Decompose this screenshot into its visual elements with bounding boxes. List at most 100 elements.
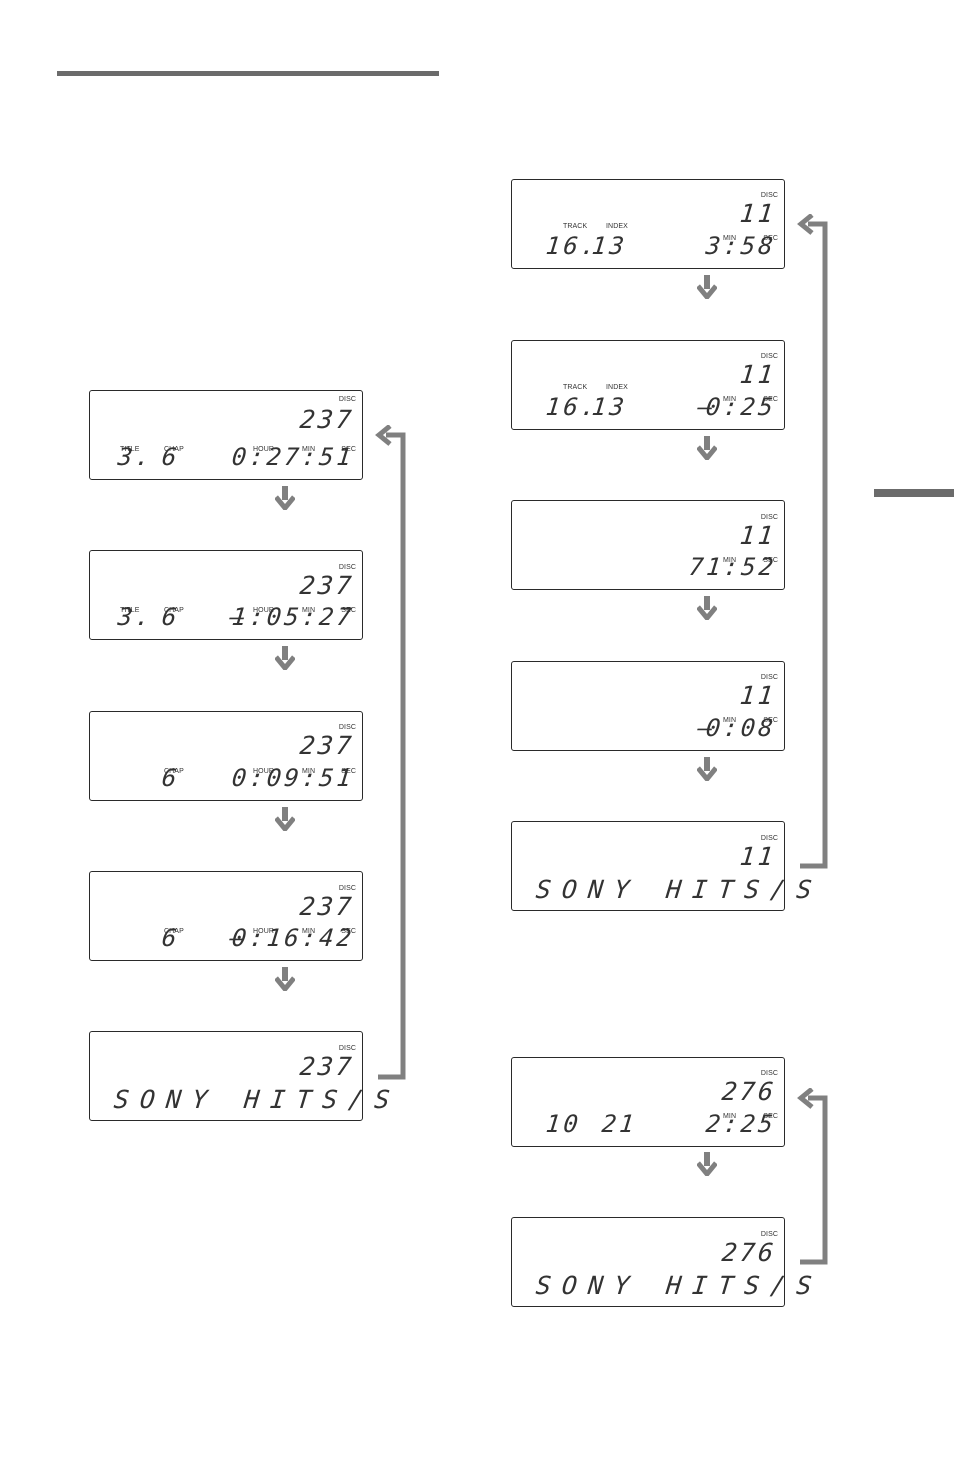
- dvd-display-5: DISC 237 SONY HITS/S: [89, 1031, 402, 1121]
- dvd-display-1: DISC 237 TITLE CHAP HOUR MIN SEC 3. 6 0:…: [89, 390, 363, 480]
- min-label: MIN: [723, 557, 737, 564]
- chapter-elapsed-time: 0:09:51: [230, 764, 356, 792]
- disc-label: DISC: [338, 724, 356, 731]
- min-label: MIN: [302, 607, 316, 614]
- disc-label: DISC: [760, 1231, 778, 1238]
- sec-label: SEC: [763, 557, 778, 564]
- title-number: 3.: [116, 443, 155, 471]
- disc-number: 276: [720, 1238, 778, 1267]
- disc-number: 237: [298, 892, 356, 921]
- chap-label: CHAP: [164, 446, 184, 453]
- sec-label: SEC: [763, 1113, 778, 1120]
- disc-number: 237: [298, 731, 356, 760]
- loop-back-arrow-icon: [797, 214, 828, 869]
- total-time: 71:52: [687, 553, 778, 581]
- cd-display-3: DISC 11 MIN SEC 71:52: [511, 500, 785, 590]
- down-arrow-icon: [697, 757, 717, 781]
- min-label: MIN: [723, 717, 737, 724]
- dvd-display-2: DISC 237 TITLE CHAP HOUR MIN SEC 3. 6 — …: [89, 550, 363, 640]
- sec-label: SEC: [341, 446, 356, 453]
- section-rule: [57, 71, 439, 76]
- vcd-display-2: DISC 276 SONY HITS/S: [511, 1217, 824, 1307]
- title-number: 3.: [116, 603, 155, 631]
- chapter-remaining-time: 0:16:42: [230, 924, 356, 952]
- hour-label: HOUR: [253, 928, 275, 935]
- min-label: MIN: [723, 1113, 737, 1120]
- dvd-display-4: DISC 237 CHAP HOUR MIN SEC 6 — 0:16:42: [89, 871, 363, 961]
- disc-label: DISC: [338, 1045, 356, 1052]
- chapter-number: 6: [160, 924, 181, 952]
- chapter-number: 6: [160, 764, 181, 792]
- loop-back-arrow-icon: [797, 1088, 828, 1265]
- sec-label: SEC: [341, 928, 356, 935]
- remaining-time: 1:05:27: [230, 603, 356, 631]
- chap-label: CHAP: [164, 768, 184, 775]
- chap-label: CHAP: [164, 607, 184, 614]
- chapter-number: 6: [160, 603, 181, 631]
- down-arrow-icon: [275, 807, 295, 831]
- cd-display-2: DISC 11 TRACK INDEX MIN SEC 16. 13 — 0:2…: [511, 340, 785, 430]
- disc-label: DISC: [338, 885, 356, 892]
- disc-label: DISC: [760, 1070, 778, 1077]
- disc-number: 11: [738, 521, 778, 550]
- disc-label: DISC: [760, 192, 778, 199]
- disc-label: DISC: [760, 835, 778, 842]
- disc-number: 276: [720, 1077, 778, 1106]
- sec-label: SEC: [341, 768, 356, 775]
- down-arrow-icon: [697, 275, 717, 299]
- min-label: MIN: [723, 235, 737, 242]
- min-label: MIN: [723, 396, 737, 403]
- loop-back-arrow-icon: [375, 425, 406, 1080]
- vcd-display-1: DISC 276 MIN SEC 10 21 2:25: [511, 1057, 785, 1147]
- hour-label: HOUR: [253, 768, 275, 775]
- sec-label: SEC: [763, 396, 778, 403]
- hour-label: HOUR: [253, 607, 275, 614]
- disc-number: 11: [738, 199, 778, 228]
- track-label: TRACK: [563, 384, 588, 391]
- title-label: TITLE: [120, 446, 140, 453]
- elapsed-time: 2:25: [704, 1110, 778, 1138]
- min-label: MIN: [302, 768, 316, 775]
- side-tab-marker: [874, 489, 954, 497]
- elapsed-time: 3:58: [704, 232, 778, 260]
- chap-label: CHAP: [164, 928, 184, 935]
- disc-number: 237: [298, 571, 356, 600]
- sec-label: SEC: [341, 607, 356, 614]
- disc-text: SONY HITS/S: [534, 1271, 825, 1300]
- sec-label: SEC: [763, 235, 778, 242]
- cd-display-4: DISC 11 MIN SEC — 0:08: [511, 661, 785, 751]
- min-label: MIN: [302, 446, 316, 453]
- disc-number: 237: [298, 1052, 356, 1081]
- remaining-time: 0:25: [704, 393, 778, 421]
- cd-display-5: DISC 11 SONY HITS/S: [511, 821, 824, 911]
- disc-text: SONY HITS/S: [534, 875, 825, 904]
- down-arrow-icon: [697, 436, 717, 460]
- hour-label: HOUR: [253, 446, 275, 453]
- down-arrow-icon: [275, 646, 295, 670]
- down-arrow-icon: [275, 967, 295, 991]
- down-arrow-icon: [697, 1152, 717, 1176]
- sec-label: SEC: [763, 717, 778, 724]
- min-label: MIN: [302, 928, 316, 935]
- disc-label: DISC: [760, 674, 778, 681]
- index-label: INDEX: [606, 384, 628, 391]
- down-arrow-icon: [697, 596, 717, 620]
- disc-label: DISC: [760, 514, 778, 521]
- cd-display-1: DISC 11 TRACK INDEX MIN SEC 16. 13 3:58: [511, 179, 785, 269]
- index-label: INDEX: [606, 223, 628, 230]
- disc-number: 11: [738, 681, 778, 710]
- track-number: 10: [544, 1110, 583, 1138]
- down-arrow-icon: [275, 486, 295, 510]
- disc-text: SONY HITS/S: [112, 1085, 403, 1114]
- index-number: 13: [590, 232, 629, 260]
- track-label: TRACK: [563, 223, 588, 230]
- index-number: 13: [590, 393, 629, 421]
- disc-number: 11: [738, 360, 778, 389]
- elapsed-time: 0:27:51: [230, 443, 356, 471]
- disc-label: DISC: [338, 564, 356, 571]
- total-remaining-time: 0:08: [704, 714, 778, 742]
- disc-number: 237: [298, 405, 356, 434]
- title-label: TITLE: [120, 607, 140, 614]
- disc-number: 11: [738, 842, 778, 871]
- index-number: 21: [600, 1110, 639, 1138]
